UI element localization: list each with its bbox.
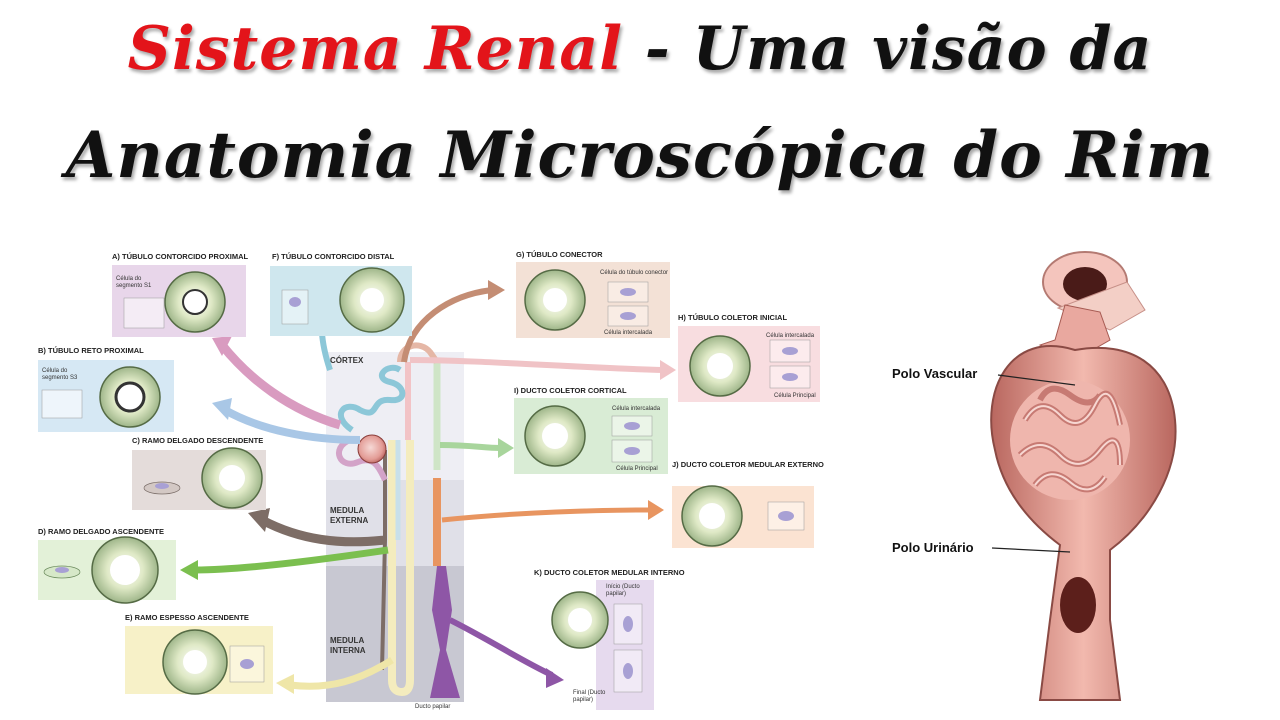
label-segment-c: C) RAMO DELGADO DESCENDENTE (132, 436, 264, 445)
cell-label-h2: Célula Principal (774, 393, 816, 399)
label-segment-i: I) DUCTO COLETOR CORTICAL (514, 386, 627, 395)
ducto-papilar-label: Ducto papilar (415, 704, 451, 710)
label-segment-d: D) RAMO DELGADO ASCENDENTE (38, 527, 164, 536)
cell-label-i2: Célula Principal (616, 466, 658, 472)
tubule-d (91, 536, 159, 604)
zone-medula-externa-label: MEDULA EXTERNA (330, 506, 369, 525)
tubule-a (164, 271, 226, 333)
tubule-i (524, 405, 586, 467)
cell-label-k2: Final (Ducto papilar) (573, 690, 606, 703)
tubule-b (99, 366, 161, 428)
tubule-h (689, 335, 751, 397)
label-segment-k: K) DUCTO COLETOR MEDULAR INTERNO (534, 568, 685, 577)
cell-label-b: Célula do segmento S3 (42, 368, 78, 381)
cell-label-a: Célula do segmento S1 (116, 276, 152, 289)
title-line-1: Sistema Renal - Uma visão da (0, 14, 1280, 84)
cell-label-g2: Célula intercalada (604, 330, 653, 336)
zone-medula-interna-label: MEDULA INTERNA (330, 636, 366, 655)
polo-vascular-label: Polo Vascular (892, 366, 978, 381)
tubule-f (339, 267, 405, 333)
polo-urinario-label: Polo Urinário (892, 540, 974, 555)
tubule-k (551, 591, 609, 649)
title-rest: - Uma visão da (623, 14, 1153, 84)
cell-label-h1: Célula intercalada (766, 333, 815, 339)
tubule-g (524, 269, 586, 331)
label-segment-h: H) TÚBULO COLETOR INICIAL (678, 313, 788, 322)
zone-cortex-label: CÓRTEX (330, 356, 364, 365)
label-segment-e: E) RAMO ESPESSO ASCENDENTE (125, 613, 249, 622)
renal-corpuscle-illustration (990, 251, 1177, 701)
title-line-2: Anatomia Microscópica do Rim (65, 118, 1215, 193)
label-segment-f: F) TÚBULO CONTORCIDO DISTAL (272, 252, 395, 261)
label-segment-b: B) TÚBULO RETO PROXIMAL (38, 346, 144, 355)
tubule-e (162, 629, 228, 695)
tubule-j (681, 485, 743, 547)
label-segment-g: G) TÚBULO CONECTOR (516, 250, 603, 259)
cell-label-g1: Célula do túbulo conector (600, 270, 669, 276)
tubule-c (201, 447, 263, 509)
cell-label-k1: Início (Ducto papilar) (606, 584, 640, 597)
cell-label-i1: Célula intercalada (612, 406, 661, 412)
label-segment-j: J) DUCTO COLETOR MEDULAR EXTERNO (672, 460, 824, 469)
label-segment-a: A) TÚBULO CONTORCIDO PROXIMAL (112, 252, 249, 261)
title-highlight: Sistema Renal (127, 14, 624, 84)
